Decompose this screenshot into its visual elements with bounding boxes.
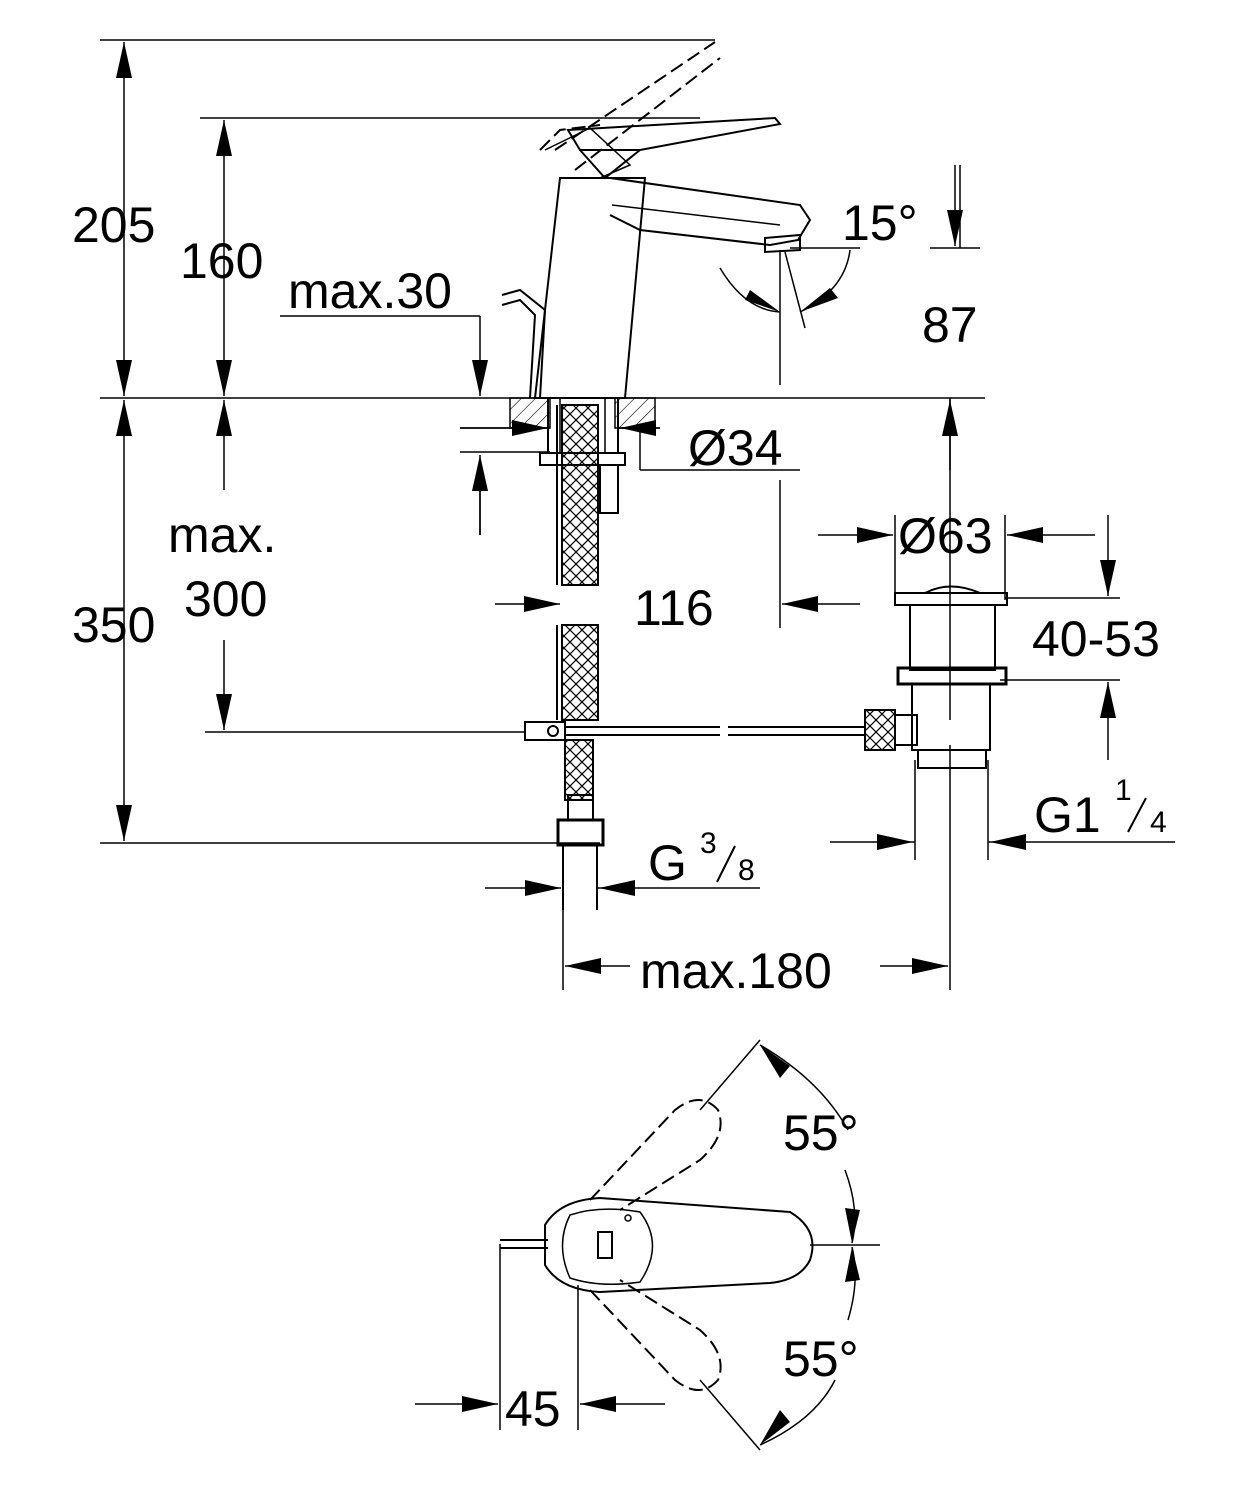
supply-hoses: [556, 404, 605, 910]
label-diameter-34: Ø34: [688, 420, 783, 476]
svg-text:G: G: [648, 835, 687, 891]
faucet-side-view: [501, 41, 812, 399]
label-max: max.: [168, 507, 276, 563]
deck-section: [509, 397, 656, 514]
linkage-rod: [524, 709, 918, 751]
label-15-degrees: 15°: [842, 195, 918, 251]
label-87: 87: [922, 297, 978, 353]
label-55-degrees-top: 55°: [783, 1105, 859, 1161]
label-55-degrees-bottom: 55°: [783, 1331, 859, 1387]
label-350: 350: [72, 597, 155, 653]
dimension-lines: [116, 42, 1116, 974]
label-max-180: max.180: [640, 943, 832, 999]
label-g1-1-4: G1 1 4: [1034, 774, 1167, 843]
label-45: 45: [505, 1381, 561, 1437]
svg-text:3: 3: [700, 827, 717, 860]
label-116: 116: [634, 580, 714, 636]
label-diameter-63: Ø63: [898, 508, 993, 564]
faucet-top-view: [415, 1039, 880, 1451]
waste-fitting: [894, 585, 1008, 769]
svg-text:4: 4: [1150, 806, 1167, 839]
label-160: 160: [180, 233, 263, 289]
label-300: 300: [184, 571, 267, 627]
label-max-30: max.30: [288, 263, 452, 319]
label-40-53: 40-53: [1032, 611, 1160, 667]
label-205: 205: [72, 197, 155, 253]
svg-text:8: 8: [738, 854, 755, 887]
label-g-3-8: G 3 8: [648, 827, 755, 891]
svg-text:1: 1: [1115, 774, 1132, 807]
dimension-labels: 205 160 max.30 15° 87 Ø34 max. 300 350 1…: [72, 195, 1167, 1437]
svg-text:G1: G1: [1034, 787, 1101, 843]
